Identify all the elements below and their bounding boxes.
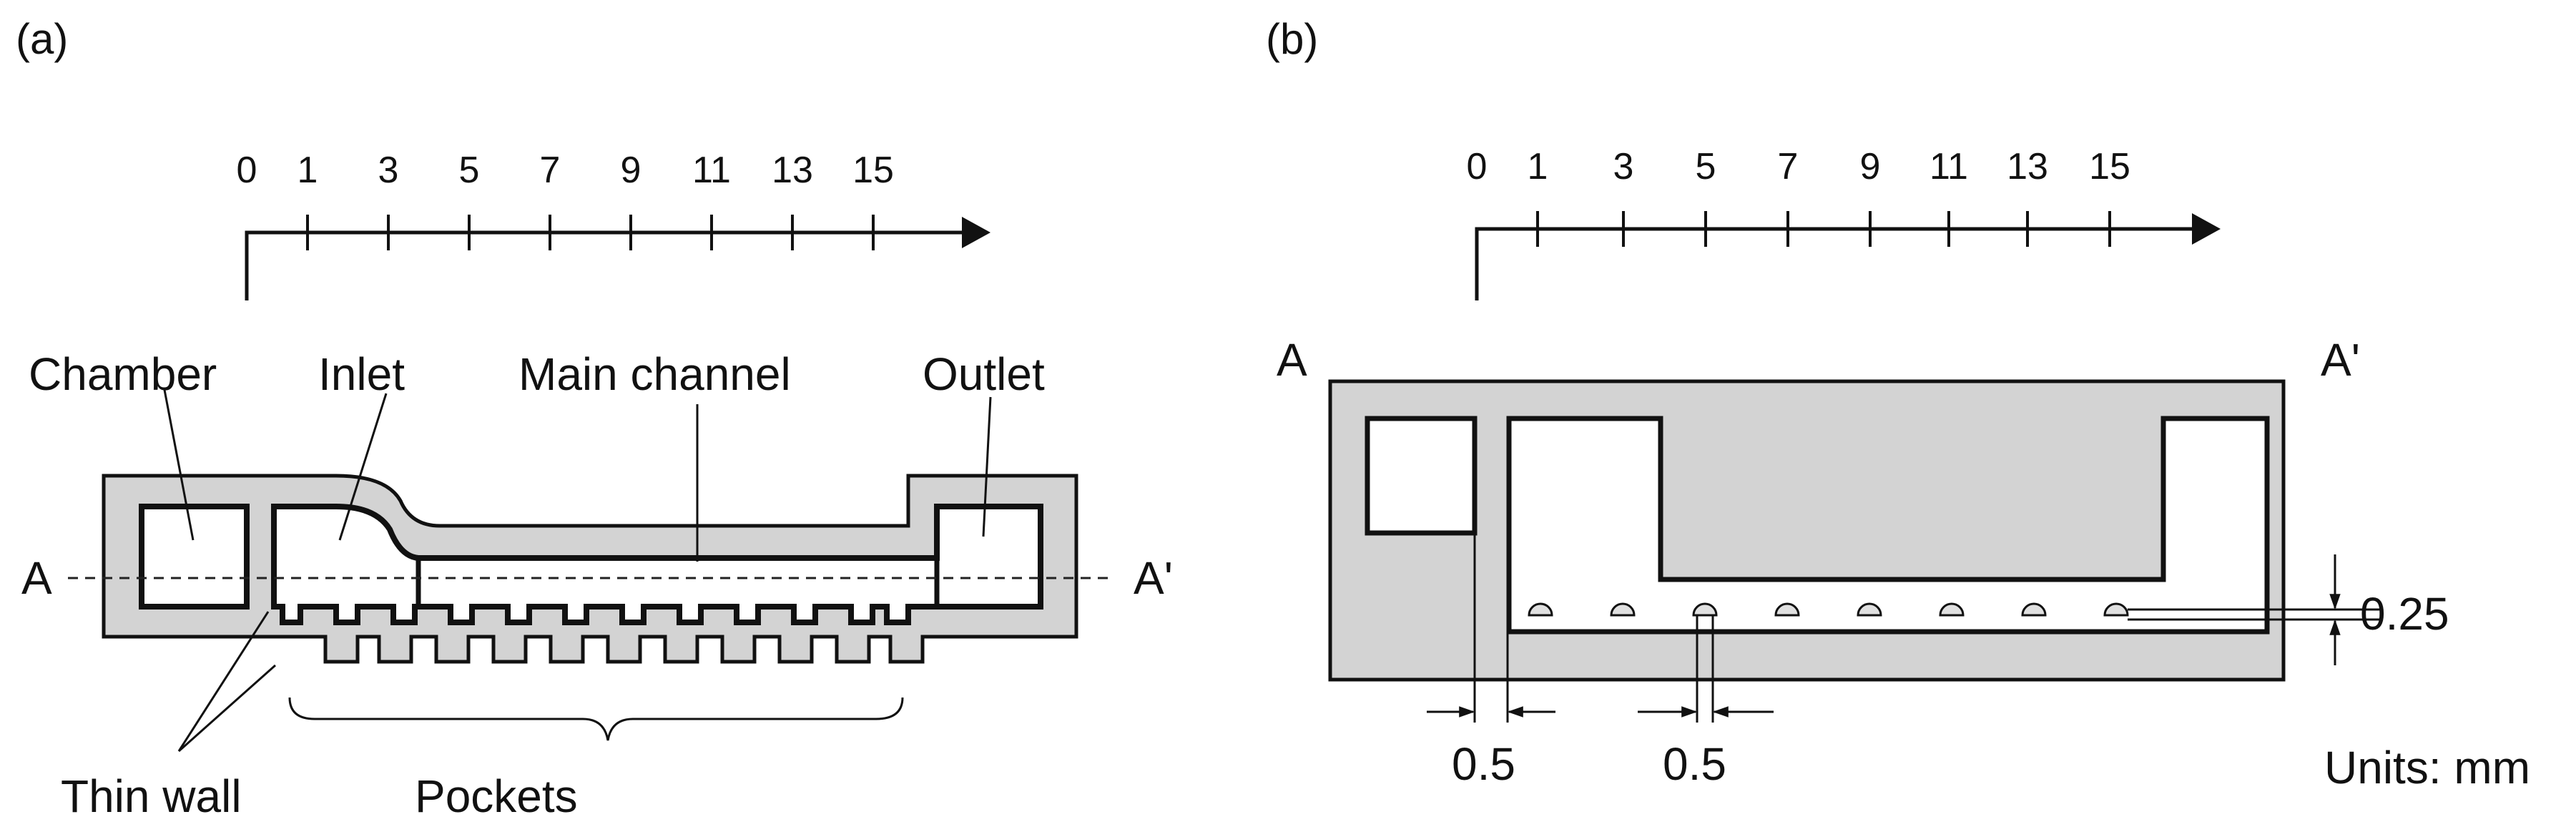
panel-b-label: (b)	[1266, 15, 1318, 63]
panel-b-section-a: A	[1277, 334, 1307, 386]
panel-b-section-a-prime: A'	[2321, 334, 2360, 386]
pockets-label: Pockets	[415, 770, 578, 822]
dim-wall-label: 0.5	[1452, 738, 1515, 790]
panel-a-section-a-prime: A'	[1134, 552, 1173, 604]
panel-a-tick-2: 3	[378, 150, 399, 191]
panel-b-tick-8: 15	[2089, 146, 2130, 187]
chamber-label: Chamber	[29, 348, 217, 400]
dim-wall	[1427, 535, 1555, 723]
panel-a-tick-8: 15	[852, 150, 894, 191]
chamber	[139, 504, 250, 610]
inlet-main-channel-outlet	[271, 504, 1043, 625]
dim-height	[2128, 554, 2381, 665]
pockets-brace	[288, 697, 904, 741]
panel-b-tick-4: 7	[1778, 146, 1799, 187]
panel-b-tick-0: 0	[1467, 146, 1488, 187]
panel-b-tick-5: 9	[1860, 146, 1881, 187]
dim-height-label: 0.25	[2360, 588, 2449, 640]
section-chamber	[1365, 416, 1478, 536]
panel-a-label: (a)	[16, 15, 68, 63]
panel-a: (a) 0 1 3 5 7 9 11	[16, 15, 1173, 822]
panel-a-tick-5: 9	[621, 150, 641, 191]
panel-b-scale-axis: 0 1 3 5 7 9 11 13 15	[1467, 146, 2221, 300]
panel-a-scale-axis: 0 1 3 5 7 9 11 13 15	[237, 150, 990, 300]
dim-pocket	[1638, 615, 1774, 723]
panel-a-tick-4: 7	[540, 150, 561, 191]
panel-a-tick-3: 5	[459, 150, 480, 191]
panel-a-tick-1: 1	[298, 150, 318, 191]
panel-b-tick-2: 3	[1613, 146, 1634, 187]
thin-wall-label: Thin wall	[61, 770, 242, 822]
panel-a-tick-6: 11	[692, 150, 731, 191]
panel-b: (b) 0 1 3 5 7 9 11	[1266, 15, 2530, 793]
panel-b-tick-1: 1	[1528, 146, 1548, 187]
units-label: Units: mm	[2324, 742, 2530, 793]
pockets	[1528, 602, 2129, 617]
panel-b-tick-7: 13	[2007, 146, 2048, 187]
inlet-label: Inlet	[318, 348, 405, 400]
panel-a-section-a: A	[21, 552, 52, 604]
panel-a-tick-7: 13	[772, 150, 813, 191]
outlet-label: Outlet	[923, 348, 1045, 400]
panel-b-tick-3: 5	[1696, 146, 1716, 187]
main-channel-label: Main channel	[518, 348, 791, 400]
dim-pocket-label: 0.5	[1663, 738, 1726, 790]
panel-b-tick-6: 11	[1929, 146, 1968, 187]
panel-a-tick-0: 0	[237, 150, 257, 191]
